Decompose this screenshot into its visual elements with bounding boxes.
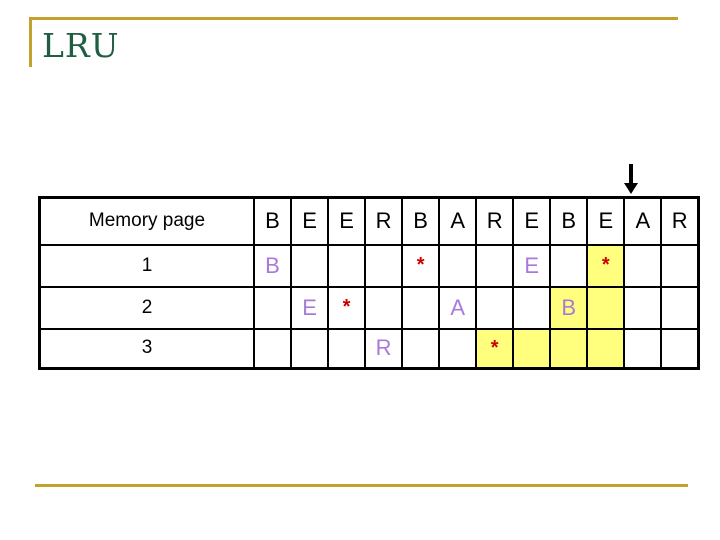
reference-letter: B: [549, 196, 589, 246]
trace-cell: [252, 285, 293, 330]
title-left-bracket: [29, 17, 32, 67]
trace-cell: [364, 243, 404, 288]
frame-number: 1: [38, 243, 255, 288]
reference-letter: R: [475, 196, 515, 246]
reference-letter: R: [660, 196, 700, 246]
trace-cell: [586, 327, 626, 370]
trace-cell: [512, 327, 552, 370]
trace-cell: *: [475, 327, 515, 370]
footer-rule: [35, 484, 688, 487]
trace-cell: [475, 285, 515, 330]
trace-cell: [364, 285, 404, 330]
reference-letter: E: [327, 196, 367, 246]
trace-cell: [549, 243, 589, 288]
page-title: LRU: [42, 26, 120, 65]
hit-marker: *: [416, 254, 425, 276]
trace-cell: [475, 243, 515, 288]
trace-cell: [327, 327, 367, 370]
trace-cell: [623, 327, 663, 370]
trace-cell: B: [252, 243, 293, 288]
trace-cell: [290, 327, 330, 370]
trace-cell: R: [364, 327, 404, 370]
reference-letter: E: [290, 196, 330, 246]
frame-row: 3 R *: [38, 327, 700, 370]
trace-cell: [252, 327, 293, 370]
trace-cell: [438, 243, 478, 288]
trace-cell: *: [401, 243, 441, 288]
trace-cell: [401, 285, 441, 330]
trace-cell: A: [438, 285, 478, 330]
trace-cell: [327, 243, 367, 288]
trace-cell: [438, 327, 478, 370]
reference-letter: B: [252, 196, 293, 246]
trace-cell: [660, 327, 700, 370]
trace-cell: [660, 243, 700, 288]
reference-letter: B: [401, 196, 441, 246]
frame-number: 3: [38, 327, 255, 370]
hit-marker: *: [342, 296, 351, 318]
reference-letter: E: [586, 196, 626, 246]
reference-letter: A: [623, 196, 663, 246]
trace-cell: [512, 285, 552, 330]
frame-number: 2: [38, 285, 255, 330]
trace-cell: E: [512, 243, 552, 288]
reference-letter: E: [512, 196, 552, 246]
page-letter: B: [561, 294, 577, 320]
trace-cell: *: [586, 243, 626, 288]
page-letter: A: [450, 294, 466, 320]
current-reference-arrow-icon: [623, 164, 639, 194]
trace-cell: [549, 327, 589, 370]
trace-cell: [623, 285, 663, 330]
memory-page-header: Memory page: [38, 196, 255, 246]
title-top-rule: [29, 17, 678, 20]
page-letter: R: [375, 335, 392, 361]
trace-cell: B: [549, 285, 589, 330]
trace-cell: [290, 243, 330, 288]
page-letter: E: [524, 252, 540, 278]
reference-letter: A: [438, 196, 478, 246]
reference-letter: R: [364, 196, 404, 246]
trace-cell: E: [290, 285, 330, 330]
hit-marker: *: [490, 336, 499, 359]
trace-cell: [623, 243, 663, 288]
page-letter: B: [265, 252, 280, 278]
trace-cell: [401, 327, 441, 370]
trace-cell: [660, 285, 700, 330]
trace-cell: *: [327, 285, 367, 330]
hit-marker: *: [601, 254, 610, 276]
frame-row: 2 E * A B: [38, 285, 700, 330]
page-letter: E: [302, 294, 317, 320]
trace-cell: [586, 285, 626, 330]
